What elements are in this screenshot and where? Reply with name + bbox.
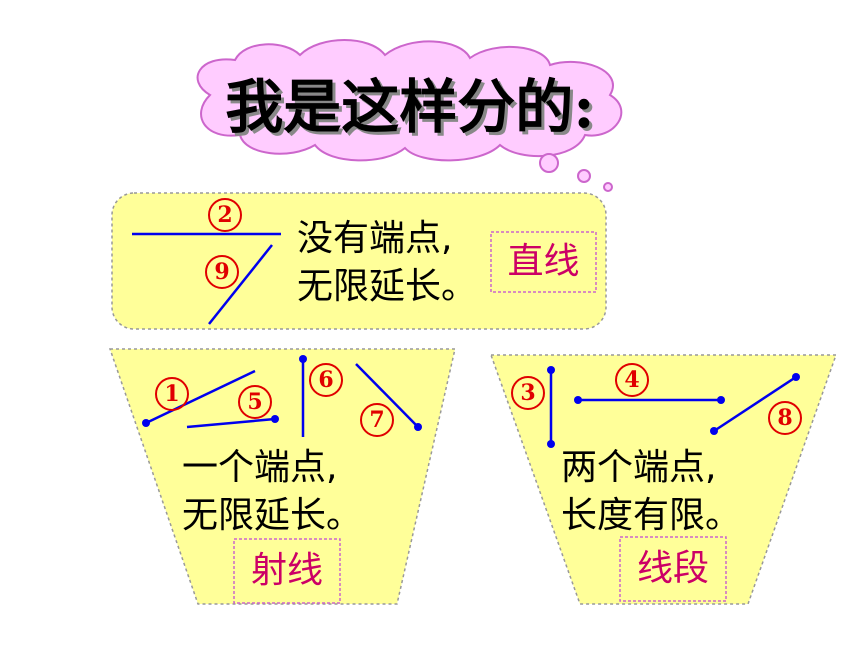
segment-label-box [619, 536, 727, 602]
marker-7: 7 [360, 403, 394, 437]
segment-8-endpoint-a [710, 427, 718, 435]
segment-card [489, 354, 838, 605]
line-desc-1: 没有端点, [297, 218, 453, 259]
segment-4-endpoint-b [717, 396, 725, 404]
segment-8-endpoint-b [792, 373, 800, 381]
segment-description: 两个端点, 长度有限。 [561, 444, 741, 540]
marker-1: 1 [155, 377, 189, 411]
ray-7 [355, 363, 419, 428]
segment-desc-1: 两个端点, [561, 447, 717, 488]
ray-desc-2: 无限延长。 [182, 495, 363, 536]
ray-5-endpoint [271, 415, 279, 423]
segment-3-endpoint-a [547, 366, 555, 374]
thought-bubble-large [539, 153, 559, 173]
line-description: 没有端点, 无限延长。 [297, 215, 477, 311]
ray-6-endpoint [299, 355, 307, 363]
line-9 [208, 244, 273, 325]
ray-desc-1: 一个端点, [182, 447, 338, 488]
marker-5: 5 [238, 385, 272, 419]
marker-6: 6 [309, 363, 343, 397]
ray-1 [145, 369, 256, 425]
marker-2: 2 [208, 198, 242, 232]
segment-4-endpoint-a [574, 396, 582, 404]
ray-5 [186, 417, 276, 429]
marker-8: 8 [768, 401, 802, 435]
line-label: 直线 [507, 241, 580, 282]
marker-9: 9 [205, 255, 239, 289]
ray-1-endpoint [142, 419, 150, 427]
segment-8 [713, 375, 797, 433]
line-desc-2: 无限延长。 [297, 266, 478, 307]
marker-4: 4 [615, 363, 649, 397]
ray-label-box [233, 538, 341, 604]
marker-3: 3 [511, 376, 545, 410]
segment-desc-2: 长度有限。 [561, 495, 742, 536]
thought-bubble-medium [577, 169, 591, 183]
line-label-box [490, 231, 597, 293]
ray-7-endpoint [414, 423, 422, 431]
segment-label: 线段 [636, 548, 709, 589]
ray-label: 射线 [250, 550, 323, 591]
page-title: 我是这样分的: [225, 73, 595, 141]
ray-description: 一个端点, 无限延长。 [182, 444, 362, 540]
thought-bubble-small [603, 182, 613, 192]
title-cloud [196, 39, 623, 162]
segment-3-endpoint-b [547, 440, 555, 448]
